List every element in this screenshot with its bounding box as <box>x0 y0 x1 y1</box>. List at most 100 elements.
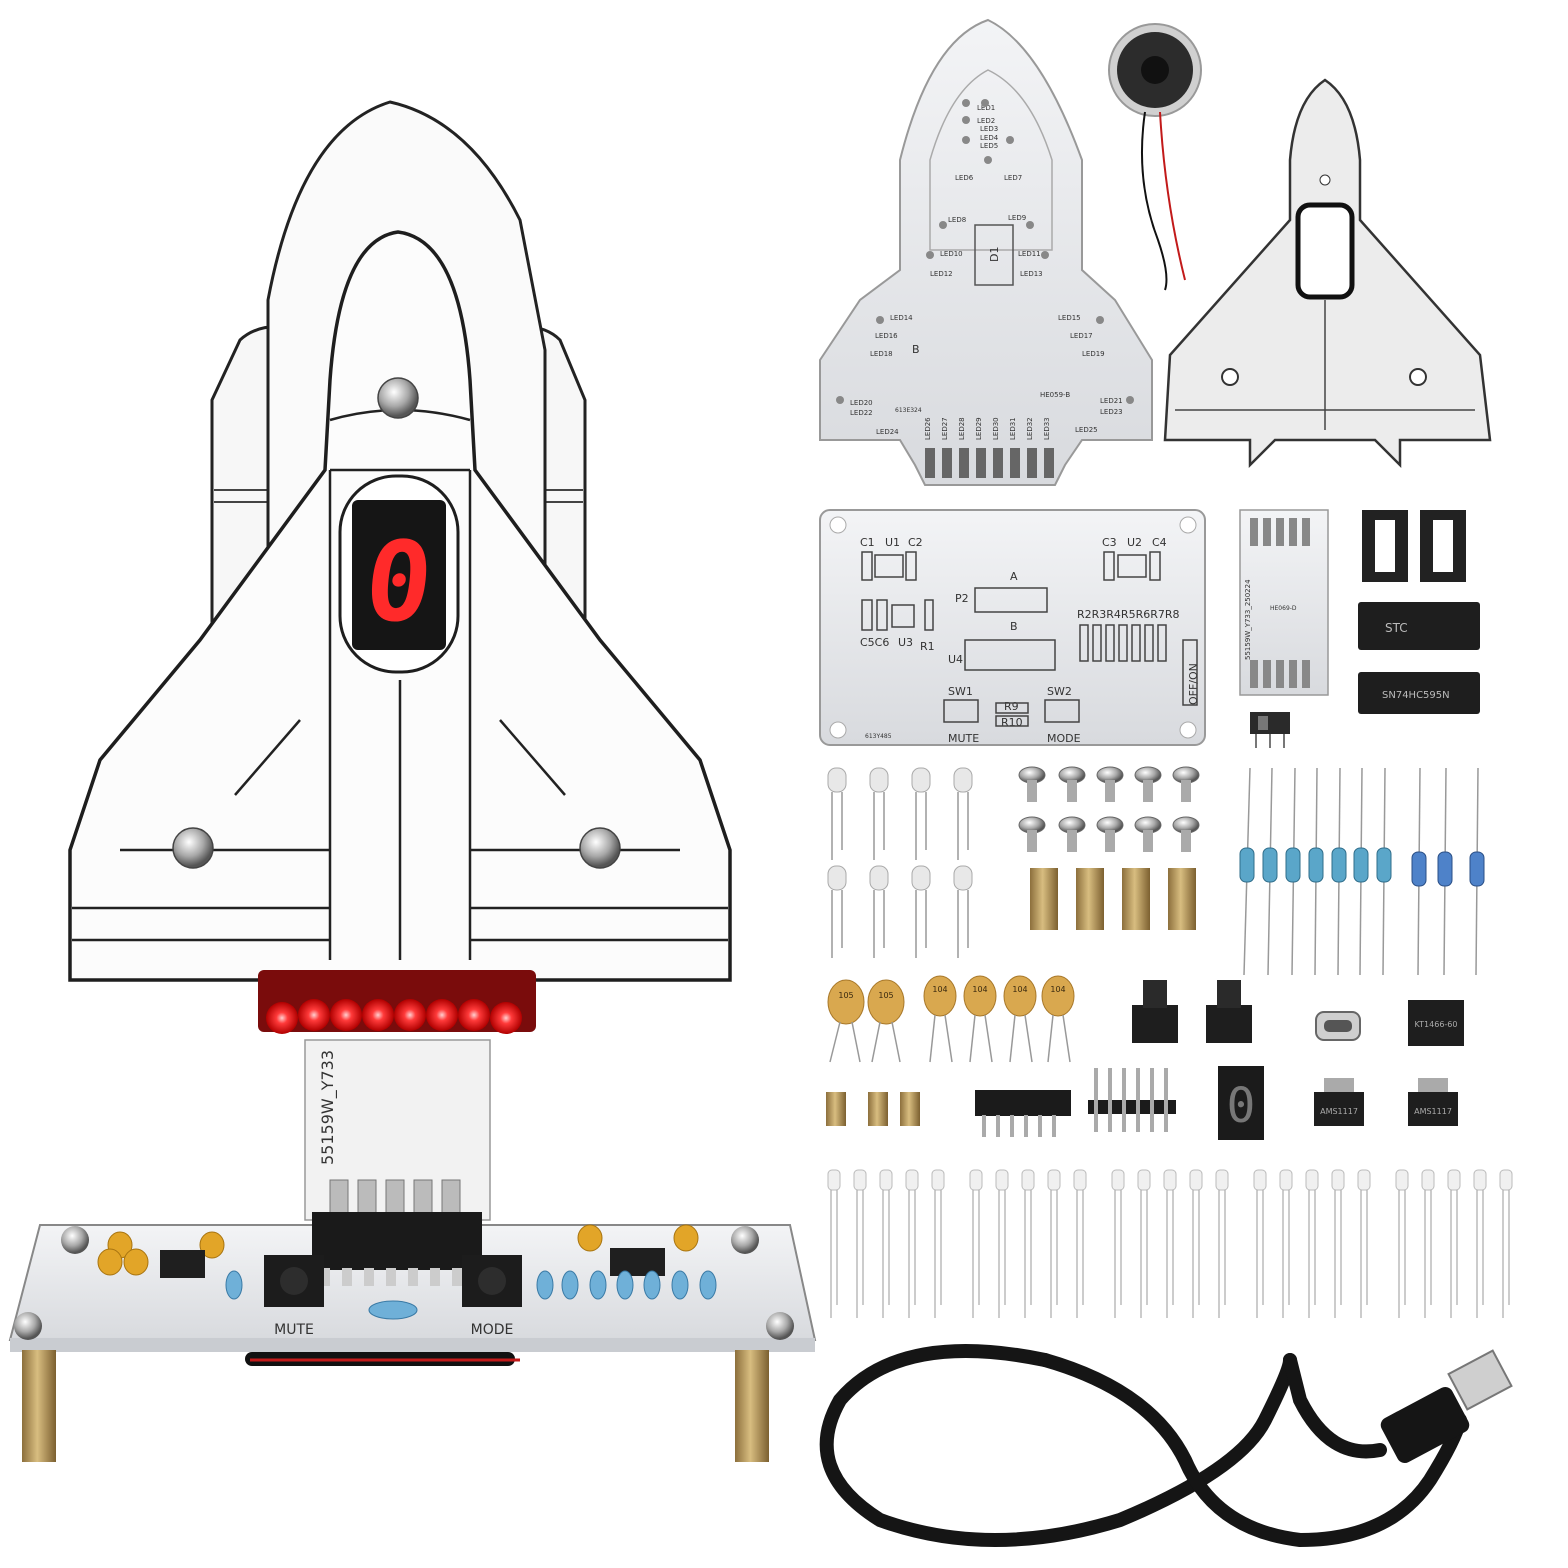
base-mute-label: MUTE <box>274 1322 314 1338</box>
seven-segment-display <box>352 500 446 650</box>
svg-text:LED17: LED17 <box>1070 332 1093 340</box>
base-pcb: C1 U1 C2 C3 U2 C4 A P2 B R2R3R4R5R6R7R8 … <box>819 509 1206 746</box>
clear-led <box>1279 1169 1293 1191</box>
svg-text:LED7: LED7 <box>1004 174 1022 182</box>
svg-text:105: 105 <box>878 991 893 1000</box>
svg-text:613E324: 613E324 <box>895 407 922 414</box>
clear-led <box>1163 1169 1177 1191</box>
svg-text:LED9: LED9 <box>1008 214 1026 222</box>
assembled-shuttle: 0 55159W_Y733 <box>8 100 817 1462</box>
svg-text:LED3: LED3 <box>980 125 998 133</box>
svg-text:U1: U1 <box>885 536 900 549</box>
usb-cable <box>819 1344 1467 1548</box>
clear-led <box>1357 1169 1371 1191</box>
svg-text:LED26: LED26 <box>924 417 932 440</box>
svg-text:LED23: LED23 <box>1100 408 1123 416</box>
svg-text:B: B <box>1010 620 1018 633</box>
svg-text:LED8: LED8 <box>948 216 966 224</box>
svg-text:LED5: LED5 <box>980 142 998 150</box>
svg-text:LED24: LED24 <box>876 428 899 436</box>
clear-led <box>969 1169 983 1191</box>
svg-text:613Y485: 613Y485 <box>865 733 892 740</box>
svg-text:LED20: LED20 <box>850 399 873 407</box>
svg-text:A: A <box>1010 570 1018 583</box>
slide-switch <box>1250 712 1290 748</box>
svg-text:R2R3R4R5R6R7R8: R2R3R4R5R6R7R8 <box>1077 608 1180 621</box>
svg-text:LED6: LED6 <box>955 174 974 182</box>
clear-led <box>931 1169 945 1191</box>
strip-pcb: 55159W_Y733_250224 HE069-D <box>1239 509 1329 696</box>
clear-led <box>1499 1169 1513 1191</box>
screw-icon <box>377 377 419 419</box>
svg-text:104: 104 <box>932 985 947 994</box>
clear-led <box>1331 1169 1345 1191</box>
svg-text:LED11: LED11 <box>1018 250 1041 258</box>
clear-led <box>1073 1169 1087 1191</box>
svg-text:LED12: LED12 <box>930 270 953 278</box>
ceramic-capacitors: 105 105 104 104 104 104 <box>827 975 1075 1063</box>
clear-led <box>1111 1169 1125 1191</box>
svg-text:AMS1117: AMS1117 <box>1320 1107 1358 1116</box>
svg-text:LED22: LED22 <box>850 409 873 417</box>
svg-text:LED27: LED27 <box>941 417 949 440</box>
svg-text:R1: R1 <box>920 640 935 653</box>
usb-plug <box>1380 1349 1513 1464</box>
clear-led <box>1189 1169 1203 1191</box>
shuttle-pcb: LED1 LED2 LED3 LED4 LED5 LED6 LED8 LED10… <box>819 18 1153 486</box>
tactile-buttons <box>1132 980 1252 1043</box>
red-led-bar <box>266 999 522 1034</box>
svg-text:STC: STC <box>1385 621 1408 635</box>
svg-text:U3: U3 <box>898 636 913 649</box>
screw-icon <box>172 827 214 869</box>
header-pins <box>975 1068 1176 1137</box>
brass-standoffs <box>1030 868 1196 930</box>
svg-text:C3: C3 <box>1102 536 1117 549</box>
svg-text:104: 104 <box>1012 985 1027 994</box>
jet-front-cover <box>1163 78 1492 469</box>
svg-text:LED29: LED29 <box>975 417 983 440</box>
svg-text:C4: C4 <box>1152 536 1167 549</box>
svg-text:C1: C1 <box>860 536 875 549</box>
svg-text:LED30: LED30 <box>992 417 1000 440</box>
svg-text:C5C6: C5C6 <box>860 636 889 649</box>
clear-led <box>827 1169 841 1191</box>
svg-text:LED19: LED19 <box>1082 350 1105 358</box>
svg-text:P2: P2 <box>955 592 969 605</box>
clear-led <box>1473 1169 1487 1191</box>
clear-leds <box>827 1169 1513 1318</box>
clear-led <box>1253 1169 1267 1191</box>
stc-chip: STC <box>1358 602 1480 650</box>
clear-led <box>853 1169 867 1191</box>
speaker <box>1108 23 1202 291</box>
svg-text:OFF/ON: OFF/ON <box>1187 663 1200 705</box>
svg-text:0: 0 <box>1227 1078 1256 1134</box>
clear-led <box>1447 1169 1461 1191</box>
small-ic: KT1466-60 <box>1408 1000 1464 1046</box>
svg-text:D1: D1 <box>988 247 1001 262</box>
svg-text:LED31: LED31 <box>1009 417 1017 440</box>
svg-text:LED28: LED28 <box>958 417 966 440</box>
strip-text: 55159W_Y733 <box>318 1050 338 1165</box>
voltage-regulators: AMS1117 AMS1117 <box>1314 1078 1458 1126</box>
svg-text:104: 104 <box>1050 985 1065 994</box>
svg-text:105: 105 <box>838 991 853 1000</box>
svg-text:104: 104 <box>972 985 987 994</box>
svg-text:LED15: LED15 <box>1058 314 1081 322</box>
svg-text:C2: C2 <box>908 536 923 549</box>
clear-led <box>1305 1169 1319 1191</box>
svg-text:HE069-D: HE069-D <box>1270 605 1297 612</box>
svg-text:R10: R10 <box>1001 716 1023 729</box>
svg-text:HE059-B: HE059-B <box>1040 391 1070 399</box>
led-components <box>827 767 973 891</box>
svg-text:55159W_Y733_250224: 55159W_Y733_250224 <box>1244 579 1252 660</box>
svg-text:LED32: LED32 <box>1026 417 1034 440</box>
screw-icon <box>579 827 621 869</box>
display-digit: 0 <box>359 519 439 647</box>
svg-text:LED21: LED21 <box>1100 397 1123 405</box>
loose-seven-segment: 0 <box>1218 1066 1264 1140</box>
svg-text:B: B <box>912 343 920 356</box>
svg-text:MUTE: MUTE <box>948 732 979 745</box>
svg-text:SN74HC595N: SN74HC595N <box>1382 690 1450 701</box>
clear-led <box>905 1169 919 1191</box>
